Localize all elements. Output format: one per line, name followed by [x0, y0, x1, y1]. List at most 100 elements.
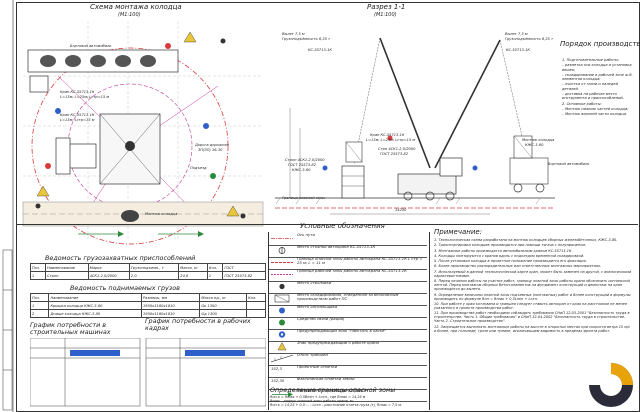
table-cell: Gд 1300: [199, 309, 248, 318]
workers-title: График потребности в рабочих кадрах: [145, 317, 251, 332]
legend-label: Место складирования, отведенное за безоп…: [297, 292, 399, 302]
procedure-step: 1. Подготовительные работы:: [562, 58, 620, 62]
table-cell: Крышка колодца КЖС-3-80: [48, 301, 142, 310]
plan-label-crane-params-2: L=13м; Lстр=15 м: [60, 118, 95, 122]
table-header: ГОСТ: [222, 263, 266, 272]
table-cell: ГОСТ 25573-82: [222, 271, 266, 280]
table-header: Поз.: [29, 293, 50, 302]
table-cell: 2,0: [128, 271, 180, 280]
table-header: Кол.: [246, 293, 266, 302]
sling-point-icon: [279, 283, 285, 290]
storage-area-icon: [274, 294, 290, 303]
legend-box: Ось пути Место стоянки автокрана КС-5571…: [268, 232, 430, 410]
legend-code: 152,30: [271, 378, 285, 383]
note-item: 2. Транспортировка колодцев производится…: [434, 243, 587, 248]
table-cell: 1: [29, 271, 47, 280]
legend-label: Место стоянки автокрана КС-55713-1К: [297, 244, 376, 249]
legend-label: Знак предупреждающий о работе крана: [297, 340, 379, 345]
table-header: Наименование: [48, 293, 142, 302]
legend-item: Граница рабочей зоны работы автокрана КС…: [269, 268, 427, 282]
table-row: 2 Днище колодца КЖС-3-80 1950х1160х1810 …: [29, 309, 266, 318]
machines-title: График потребности в строительных машина…: [30, 321, 111, 336]
table-header: Размеры, мм: [140, 293, 201, 302]
legend-label: Направление производства работ: [297, 388, 366, 393]
plan-label-truck: Бортовой автомобиль: [70, 44, 112, 48]
legend-label: Проектные отметки: [297, 364, 338, 369]
section-ks1: КС-55713-1К: [308, 48, 332, 52]
plan-scale: (М1:100): [118, 12, 141, 18]
note-item: 5. После установки колодца в проектное п…: [434, 259, 587, 264]
legend-label: Средство связи (рация): [297, 316, 345, 321]
legend-item: Место строповки: [269, 280, 427, 294]
section-ks2: КС-55713-1К: [506, 48, 530, 52]
plan-label-entry: Подъезд: [190, 166, 207, 170]
table-cell: 4СК1-2,0/2000: [87, 271, 130, 280]
left-stamp-strip: [2, 0, 14, 412]
plan-label-road-code: ЗП(ЗП) 16-30: [198, 148, 223, 152]
section-boom1b: Грузоподъёмность 6,25 т: [282, 37, 331, 41]
company-logo-icon: [589, 363, 633, 407]
procedure-step: – складирование в рабочей зоне ж.б. элем…: [562, 72, 633, 82]
danger-line: Rоп.к = 14,25 + 0,5·... ; Lотл – расстоя…: [270, 403, 403, 407]
table-cell: [246, 309, 266, 318]
legend-label: Ось пути: [297, 232, 315, 237]
legend-item: Место сигнальщика: [269, 304, 427, 318]
table-cell: [246, 301, 266, 310]
radio-icon: [279, 319, 285, 326]
grip-title: Ведомость грузозахватных приспособлений: [45, 254, 196, 262]
legend-item: Предупреждающий знак "Работать в каске": [269, 328, 427, 342]
divider: [16, 224, 638, 225]
legend-item: Граница опасной зоны работы автокрана КС…: [269, 256, 427, 270]
grip-table: Поз. Наименование Марка Грузоподъемн., т…: [29, 263, 266, 280]
section-boom1: Вылет 7,5 м: [282, 32, 305, 36]
legend-title: Условные обозначения: [300, 222, 385, 230]
table-header: Поз.: [29, 263, 47, 272]
procedure-step: – доставка на рабочее место инструмента …: [562, 92, 624, 101]
section-ring: КЖС-3-80: [292, 168, 311, 172]
loads-title: Ведомость поднимаемых грузов: [70, 284, 180, 292]
table-cell: 1950х1160х1810: [140, 301, 201, 310]
table-cell: 1950х1160х1810: [140, 309, 201, 318]
procedure-step: – разметка оси колодца и установка вешек…: [562, 63, 632, 72]
work-zone-icon: [271, 274, 293, 275]
notes-list: 1. Технологическая схема разработана на …: [434, 238, 632, 334]
note-item: 3. Монтажные работы производятся автомоб…: [434, 248, 573, 253]
section-truck: Бортовой автомобиль: [548, 162, 590, 166]
helmet-sign-icon: [278, 331, 286, 338]
warning-triangle-icon: [277, 342, 287, 351]
notes-title: Примечание:: [434, 228, 483, 236]
legend-item: Знак предупреждающий о работе крана: [269, 340, 427, 354]
legend-code: 152,3: [271, 366, 282, 371]
legend-item: Откос траншеи: [269, 352, 427, 366]
section-hook-gost: ГОСТ 25573-82: [380, 152, 408, 156]
danger-line: Rmax – радиус опасной зоны работы крана,…: [270, 399, 354, 403]
note-item: 4. Колодцы монтируются с кранов вдоль с …: [434, 253, 585, 258]
note-item: 11. При производстве работ необходимо со…: [434, 311, 630, 324]
section-dim: 14250: [395, 208, 407, 212]
procedure-step: – Монтаж нижних частей колодца;: [562, 106, 629, 111]
note-item: 12. Запрещается выполнять монтажные рабо…: [434, 324, 631, 333]
table-header: Кол.: [206, 263, 224, 272]
table-row: 1 Строп 4СК1-2,0/2000 2,0 24,8 1 ГОСТ 25…: [29, 271, 266, 280]
section-scale: (М1:100): [374, 12, 397, 18]
legend-item: 152,3 Проектные отметки: [269, 364, 427, 378]
legend-label: Фактические отметки земли: [297, 376, 355, 381]
section-drawing: [275, 37, 555, 215]
procedure-step: – очистка от грязи и наледей деталей.: [562, 82, 618, 91]
schedule-grids: [30, 338, 266, 407]
crane-stop-icon: [278, 247, 286, 254]
plan-label-road: Дорога дорожная: [195, 143, 229, 147]
legend-label: Предупреждающий знак "Работать в каске": [297, 328, 387, 333]
legend-item: Место складирования, отведенное за безоп…: [269, 292, 427, 306]
section-crane-params: L=13м; L=25м; Lстр=15 м: [366, 138, 416, 142]
table-cell: Gк 1300: [199, 301, 248, 310]
table-header: Грузоподъемн., т: [128, 263, 180, 272]
section-hook: Стрп 4СК1-2,0/2000: [378, 147, 416, 151]
table-cell: Строп: [45, 271, 89, 280]
section-mount: Монтаж колодца: [522, 138, 555, 142]
axis-line-icon: [271, 238, 293, 239]
legend-item: Направление производства работ: [269, 388, 427, 402]
section-boom2: Вылет 7,5 м: [505, 32, 528, 36]
legend-label: Откос траншеи: [297, 352, 328, 357]
table-cell: 1: [29, 301, 50, 310]
